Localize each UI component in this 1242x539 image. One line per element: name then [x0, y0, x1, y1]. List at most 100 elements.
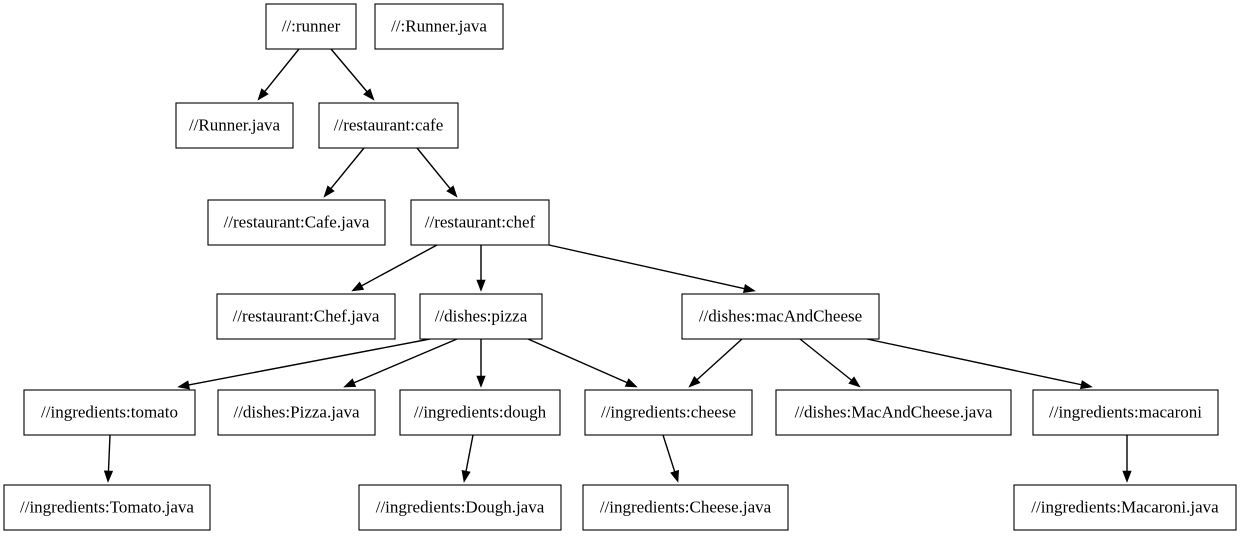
- graph-edge: [177, 338, 431, 390]
- graph-edge: [416, 147, 458, 198]
- node-box[interactable]: [582, 484, 789, 531]
- graph-edge: [330, 48, 375, 101]
- node-box[interactable]: [410, 199, 550, 246]
- graph-edge: [662, 434, 679, 483]
- graph-node-restaurant_chef[interactable]: //restaurant:chef: [410, 199, 550, 246]
- graph-node-cafe_java[interactable]: //restaurant:Cafe.java: [207, 199, 386, 246]
- node-box[interactable]: [1032, 389, 1219, 436]
- node-label: //dishes:pizza: [435, 306, 528, 325]
- edge-line: [866, 338, 1084, 386]
- edge-arrowhead-icon: [848, 376, 861, 388]
- graph-node-cheese_java[interactable]: //ingredients:Cheese.java: [582, 484, 789, 531]
- edge-line: [330, 48, 369, 94]
- graph-node-runner_java[interactable]: //Runner.java: [175, 102, 294, 149]
- graph-edge: [257, 48, 300, 101]
- edge-arrowhead-icon: [742, 284, 756, 294]
- edge-line: [359, 244, 438, 288]
- edge-arrowhead-icon: [476, 279, 486, 292]
- graph-edge: [1122, 435, 1132, 483]
- edge-line: [465, 434, 474, 474]
- node-box[interactable]: [419, 293, 543, 340]
- node-box[interactable]: [681, 293, 880, 340]
- node-box[interactable]: [217, 389, 376, 436]
- node-box[interactable]: [265, 3, 357, 50]
- edges-layer: [103, 48, 1132, 483]
- graph-edge: [548, 244, 756, 294]
- graph-edge: [103, 434, 114, 483]
- node-box[interactable]: [775, 389, 1012, 436]
- node-label: //ingredients:macaroni: [1049, 402, 1202, 421]
- node-box[interactable]: [318, 102, 459, 149]
- node-label: //Runner.java: [189, 115, 281, 134]
- nodes-layer: //:runner //:Runner.java //Runner.java //re…: [3, 3, 1237, 531]
- graph-edge: [476, 245, 486, 292]
- graph-node-tomato_java[interactable]: //ingredients:Tomato.java: [3, 484, 211, 531]
- edge-arrowhead-icon: [351, 281, 365, 292]
- graph-edge: [343, 338, 458, 388]
- graph-edge: [527, 338, 638, 388]
- node-box[interactable]: [216, 293, 396, 340]
- node-box[interactable]: [399, 389, 561, 436]
- edge-line: [186, 338, 431, 387]
- edge-arrowhead-icon: [103, 470, 114, 483]
- node-label: //:runner: [282, 16, 341, 35]
- graph-node-restaurant_cafe[interactable]: //restaurant:cafe: [318, 102, 459, 149]
- edge-arrowhead-icon: [323, 185, 335, 198]
- node-label: //ingredients:dough: [414, 402, 547, 421]
- graph-edge: [799, 338, 861, 388]
- graph-node-chef_java[interactable]: //restaurant:Chef.java: [216, 293, 396, 340]
- node-label: //ingredients:Tomato.java: [20, 497, 194, 516]
- edge-line: [329, 147, 365, 191]
- edge-arrowhead-icon: [257, 88, 269, 101]
- node-box[interactable]: [23, 389, 196, 436]
- edge-line: [416, 147, 452, 191]
- graph-node-ing_tomato[interactable]: //ingredients:tomato: [23, 389, 196, 436]
- node-label: //restaurant:Cafe.java: [224, 212, 370, 231]
- graph-node-runner[interactable]: //:runner: [265, 3, 357, 50]
- edge-line: [527, 338, 630, 385]
- graph-node-macaroni_java[interactable]: //ingredients:Macaroni.java: [1013, 484, 1237, 531]
- edge-arrowhead-icon: [177, 380, 190, 390]
- node-box[interactable]: [1013, 484, 1237, 531]
- node-label: //ingredients:cheese: [601, 402, 736, 421]
- graph-node-ing_macaroni[interactable]: //ingredients:macaroni: [1032, 389, 1219, 436]
- node-label: //ingredients:Dough.java: [376, 497, 545, 516]
- graph-node-pizza_java[interactable]: //dishes:Pizza.java: [217, 389, 376, 436]
- edge-line: [263, 48, 300, 94]
- edge-arrowhead-icon: [624, 378, 638, 388]
- node-label: //restaurant:chef: [425, 212, 536, 231]
- node-label: //restaurant:Chef.java: [233, 306, 380, 325]
- node-box[interactable]: [3, 484, 211, 531]
- edge-line: [107, 434, 111, 474]
- graph-node-ing_dough[interactable]: //ingredients:dough: [399, 389, 561, 436]
- edge-arrowhead-icon: [1122, 470, 1132, 483]
- graph-edge: [323, 147, 365, 198]
- node-label: //dishes:MacAndCheese.java: [795, 402, 993, 421]
- node-box[interactable]: [584, 389, 753, 436]
- edge-arrowhead-icon: [446, 185, 458, 198]
- graph-node-dough_java[interactable]: //ingredients:Dough.java: [358, 484, 562, 531]
- graph-node-mac_java[interactable]: //dishes:MacAndCheese.java: [775, 389, 1012, 436]
- node-box[interactable]: [175, 102, 294, 149]
- node-box[interactable]: [207, 199, 386, 246]
- graph-node-dishes_pizza[interactable]: //dishes:pizza: [419, 293, 543, 340]
- graph-node-ing_cheese[interactable]: //ingredients:cheese: [584, 389, 753, 436]
- graph-edge: [688, 338, 743, 388]
- graph-node-dishes_mac[interactable]: //dishes:macAndCheese: [681, 293, 880, 340]
- edge-arrowhead-icon: [476, 375, 486, 388]
- edge-arrowhead-icon: [688, 375, 701, 388]
- node-box[interactable]: [358, 484, 562, 531]
- node-label: //ingredients:tomato: [41, 402, 178, 421]
- edge-arrowhead-icon: [461, 470, 471, 483]
- graph-edge: [476, 339, 486, 388]
- edge-line: [695, 338, 743, 382]
- node-label: //ingredients:Macaroni.java: [1031, 497, 1219, 516]
- edge-arrowhead-icon: [670, 469, 679, 483]
- graph-node-runner_java_root[interactable]: //:Runner.java: [374, 3, 504, 50]
- node-box[interactable]: [374, 3, 504, 50]
- edge-line: [548, 244, 747, 290]
- node-label: //restaurant:cafe: [334, 115, 444, 134]
- edge-line: [352, 338, 458, 385]
